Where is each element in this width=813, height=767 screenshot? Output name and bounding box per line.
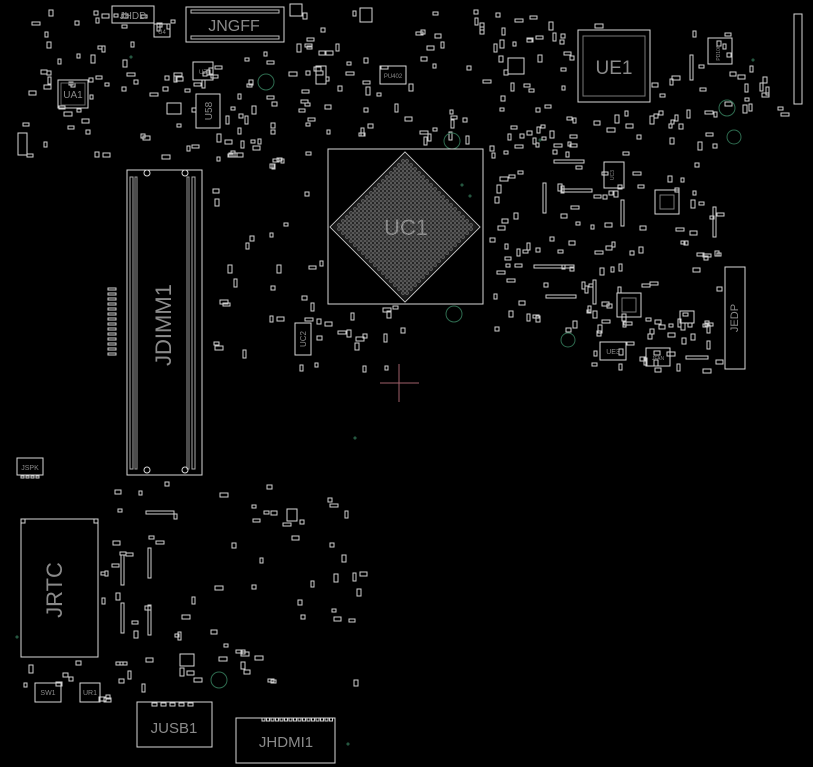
origin-crosshair bbox=[380, 364, 419, 402]
sw1-label: SW1 bbox=[40, 690, 55, 697]
uc1-label: UC1 bbox=[384, 215, 428, 240]
jhdmi1-label: JHDMI1 bbox=[259, 734, 313, 751]
chip-pd106: PD106 bbox=[707, 37, 733, 65]
jrtc-label: JRTC bbox=[42, 562, 67, 618]
chip-ur1: UR1 bbox=[79, 682, 101, 703]
small-components bbox=[20, 9, 790, 722]
jngff-label: JNGFF bbox=[208, 18, 260, 35]
uz-label: UZ bbox=[199, 70, 207, 76]
connector-jngff: JNGFF bbox=[185, 6, 285, 43]
pu402-label: PU402 bbox=[384, 74, 403, 80]
jhdd-label: JHDD bbox=[120, 11, 147, 22]
battery-jrtc: JRTC bbox=[20, 518, 99, 658]
chip-ue3: UE3 bbox=[599, 341, 627, 361]
jdimm1-label: JDIMM1 bbox=[151, 284, 176, 366]
chip-ue1: UE1 bbox=[577, 29, 651, 103]
connector-jhdmi1: JHDMI1 bbox=[235, 717, 336, 764]
header-strip-right bbox=[793, 13, 803, 105]
u58-label: U58 bbox=[204, 101, 215, 120]
connector-jedp: JEDP bbox=[724, 266, 746, 370]
pd106-label: PD106 bbox=[716, 45, 722, 61]
ur1-label: UR1 bbox=[83, 690, 97, 697]
jedp-label: JEDP bbox=[729, 304, 741, 332]
connector-jspk: JSPK bbox=[16, 457, 44, 476]
chip-ua1: UA1 bbox=[57, 79, 89, 109]
chip-u3 bbox=[507, 57, 525, 75]
chip-pu402: PU402 bbox=[379, 65, 407, 85]
connector-jhdd: JHDD bbox=[111, 5, 155, 24]
chip-uc3: UC3 bbox=[603, 161, 625, 189]
chip-uc1: UC1 bbox=[327, 148, 484, 305]
chip-u58: U58 bbox=[195, 93, 221, 129]
jfan-label: JFAN bbox=[652, 356, 665, 362]
jusb1-label: JUSB1 bbox=[151, 720, 198, 737]
connector-jdimm1: JDIMM1 bbox=[126, 169, 203, 476]
ua1-label: UA1 bbox=[63, 90, 83, 101]
chip-uz: UZ bbox=[192, 61, 214, 81]
ue3-label: UE3 bbox=[606, 349, 620, 356]
chip-uc2: UC2 bbox=[294, 322, 312, 356]
uc2-label: UC2 bbox=[299, 330, 308, 347]
ue1-label: UE1 bbox=[596, 58, 633, 79]
u4-label: U4 bbox=[158, 30, 166, 36]
connector-jusb1: JUSB1 bbox=[136, 701, 213, 748]
jspk-label: JSPK bbox=[21, 465, 39, 472]
connector-jfan: JFAN bbox=[645, 347, 671, 367]
switch-sw1: SW1 bbox=[34, 682, 62, 703]
chip-u4: U4 bbox=[153, 23, 171, 38]
uc3-label: UC3 bbox=[610, 170, 616, 180]
